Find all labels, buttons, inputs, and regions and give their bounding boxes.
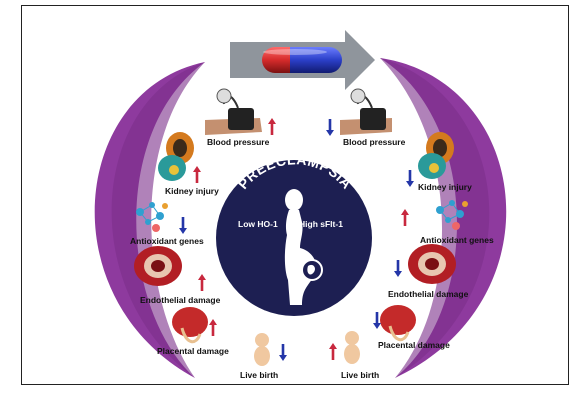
kidney-injury-icon (158, 155, 186, 181)
blood-pressure-cuff-icon-right (340, 89, 392, 135)
right-label-kidney-injury: Kidney injury (418, 182, 472, 192)
center-right-label: High sFlt-1 (299, 219, 343, 229)
arrow-down-icon (373, 312, 381, 329)
left-label-antioxidant-genes: Antioxidant genes (130, 236, 204, 246)
kidney-injury-icon-right (418, 153, 446, 179)
left-label-live-birth: Live birth (240, 370, 278, 380)
blood-vessel-icon-right (408, 244, 456, 284)
arrow-up-icon (198, 274, 206, 291)
right-label-blood-pressure: Blood pressure (343, 137, 405, 147)
arrow-up-icon (193, 166, 201, 183)
right-label-live-birth: Live birth (341, 370, 379, 380)
arrow-down-icon (279, 344, 287, 361)
arrow-up-icon (268, 118, 276, 135)
right-label-placental-damage: Placental damage (378, 340, 450, 350)
baby-icon (254, 333, 270, 366)
arrow-down-icon (179, 217, 187, 234)
left-label-placental-damage: Placental damage (157, 346, 229, 356)
pill-icon (262, 47, 342, 73)
placenta-icon-right (380, 305, 416, 340)
arrow-down-icon (406, 170, 414, 187)
arrow-down-icon (326, 119, 334, 136)
arrow-up-icon (329, 343, 337, 360)
placenta-icon (172, 307, 208, 342)
arrow-down-icon (394, 260, 402, 277)
arrow-up-icon (209, 319, 217, 336)
left-label-kidney-injury: Kidney injury (165, 186, 219, 196)
right-label-endothelial-damage: Endothelial damage (388, 289, 468, 299)
blood-vessel-icon (134, 246, 182, 286)
right-label-antioxidant-genes: Antioxidant genes (420, 235, 494, 245)
arrow-up-icon (401, 209, 409, 226)
blood-pressure-cuff-icon (205, 89, 262, 135)
left-label-endothelial-damage: Endothelial damage (140, 295, 220, 305)
left-label-blood-pressure: Blood pressure (207, 137, 269, 147)
center-left-label: Low HO-1 (238, 219, 278, 229)
baby-icon-right (344, 331, 360, 364)
